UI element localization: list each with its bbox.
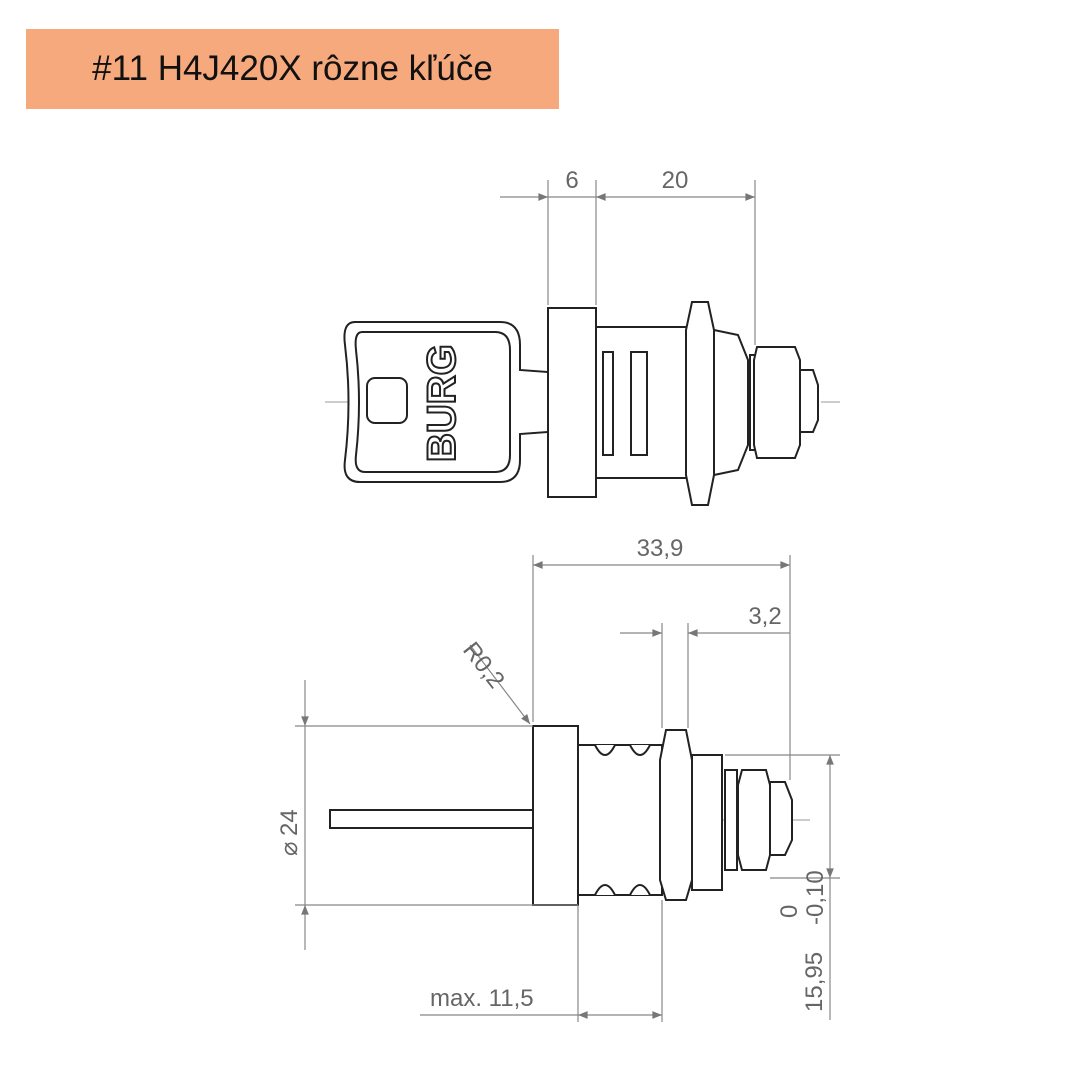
dim-radius: R0,2 (457, 637, 509, 694)
tol-upper: 0 (776, 905, 803, 918)
dim-24: 24 (276, 809, 303, 836)
dim-diameter: ⌀ 24 (276, 809, 303, 856)
dim-15-95: 15,95 (801, 952, 828, 1012)
top-view: BURG 6 20 (325, 167, 840, 506)
dim-3-2: 3,2 (748, 603, 781, 630)
svg-text:⌀: ⌀ (276, 842, 303, 856)
key-brand: BURG (420, 344, 464, 462)
dim-6: 6 (565, 167, 578, 194)
dim-max-11-5: max. 11,5 (430, 985, 534, 1012)
product-title: #11 H4J420X rôzne kľúče (26, 29, 559, 109)
dim-33-9: 33,9 (637, 535, 684, 562)
tol-lower: -0,10 (802, 870, 829, 925)
dim-20: 20 (662, 167, 689, 194)
side-view: 33,9 3,2 R0,2 ⌀ 24 15,95 0 -0,10 max. 11… (276, 535, 840, 1022)
